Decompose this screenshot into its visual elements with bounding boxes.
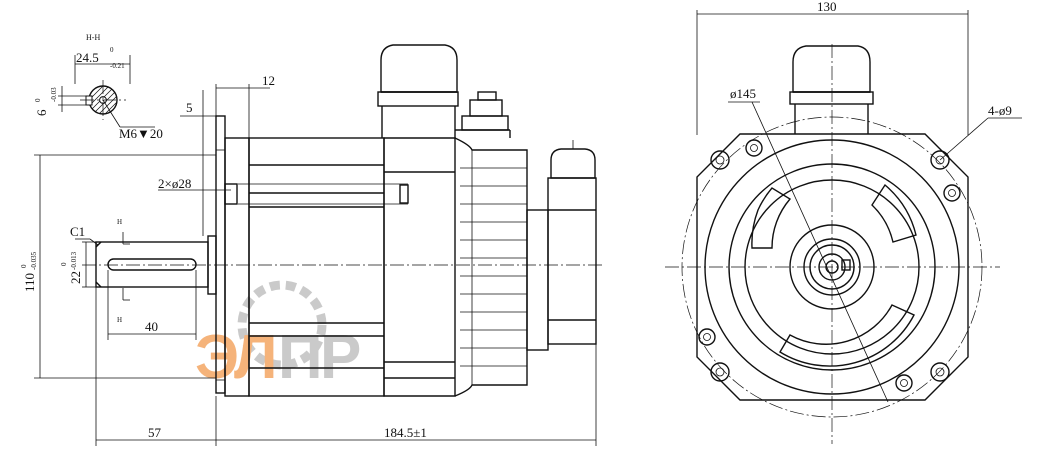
flange-thickness-dimension: 12 xyxy=(262,73,275,88)
mounting-hole-right xyxy=(943,184,961,202)
body-length-dimension: 184.5±1 xyxy=(384,425,427,440)
svg-text:Р: Р xyxy=(320,323,361,392)
watermark-logo: Э Л П Р xyxy=(195,280,361,392)
mounting-hole-top-right xyxy=(930,150,950,170)
shaft-tolerance-lower: -0.013 xyxy=(70,251,78,270)
mounting-hole-bottom-left xyxy=(698,328,716,346)
flange-gap-dimension: 5 xyxy=(186,100,193,115)
pilot-tolerance-upper: 0 xyxy=(20,264,28,268)
key-length: 40 xyxy=(145,319,158,334)
key-dimension: 6 xyxy=(34,109,49,116)
shaft-diameter: 22 xyxy=(68,271,83,284)
key-tolerance-upper: 0 xyxy=(34,98,42,102)
section-view-h-h: H-H 24.5 0 -0.21 6 0 -0.03 xyxy=(34,33,163,141)
section-mark-top: H xyxy=(117,218,122,226)
key-tolerance-lower: -0.03 xyxy=(50,87,58,102)
svg-text:П: П xyxy=(278,323,323,392)
mounting-hole-bottom-right xyxy=(930,362,950,382)
section-mark-bottom: H xyxy=(117,316,122,324)
shaft-length-dimension: 57 xyxy=(148,425,162,440)
chamfer-label: C1 xyxy=(70,224,85,239)
section-width-tolerance-lower: -0.21 xyxy=(110,62,125,70)
mounting-hole-bottom-right-inner xyxy=(895,374,913,392)
holes-callout: 2×ø28 xyxy=(158,176,191,191)
shaft-tolerance-upper: 0 xyxy=(60,262,68,266)
mounting-hole-top-left xyxy=(710,150,730,170)
mount-holes-callout: 4-ø9 xyxy=(988,103,1012,118)
cooling-fins xyxy=(460,167,527,367)
mounting-hole-bottom-left-outer xyxy=(710,362,730,382)
thread-callout: M6▼20 xyxy=(119,126,163,141)
section-width-tolerance-upper: 0 xyxy=(110,46,114,54)
section-width-dimension: 24.5 xyxy=(76,50,99,65)
section-title: H-H xyxy=(86,33,100,42)
flange-width-dimension: 130 xyxy=(817,0,837,14)
mounting-hole-top-left-inner xyxy=(745,139,763,157)
svg-text:Э: Э xyxy=(195,323,239,392)
pilot-tolerance-lower: -0.035 xyxy=(30,251,38,270)
front-view: 130 xyxy=(665,0,1022,444)
svg-text:Л: Л xyxy=(234,323,278,392)
side-view: H H C1 xyxy=(20,44,605,446)
bolt-circle-dimension: ø145 xyxy=(730,86,756,101)
pilot-diameter: 110 xyxy=(22,273,37,292)
